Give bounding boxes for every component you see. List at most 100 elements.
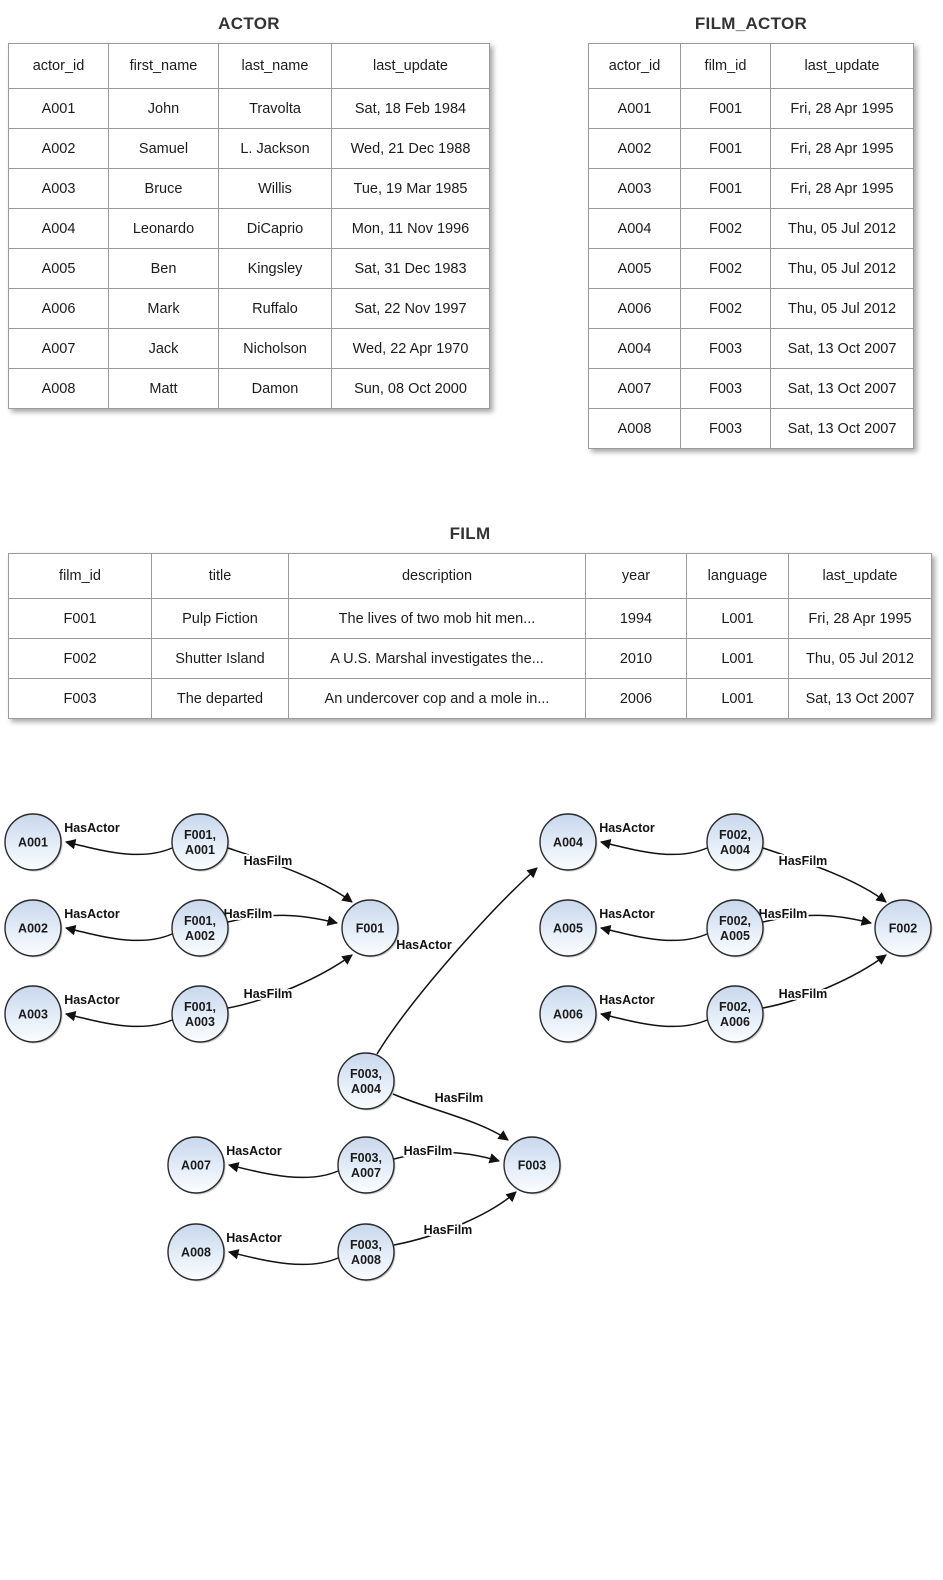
node-circle[interactable] (706, 899, 764, 957)
table-cell: A008 (8, 368, 109, 409)
column-header-last_update: last_update (788, 553, 932, 599)
graph-node-A008[interactable]: A008 (167, 1223, 226, 1282)
edge-line (762, 914, 873, 926)
table-cell: DiCaprio (218, 208, 332, 249)
graph-node-F003A007[interactable]: F003,A007 (337, 1136, 396, 1195)
graph-node-F002A005[interactable]: F002,A005 (706, 899, 765, 958)
table-cell: Damon (218, 368, 332, 409)
node-circle[interactable] (167, 1136, 225, 1194)
table-cell: Thu, 05 Jul 2012 (788, 638, 932, 679)
node-circle[interactable] (539, 899, 597, 957)
node-circle[interactable] (171, 899, 229, 957)
table-cell: Jack (108, 328, 219, 369)
graph-node-F002A004[interactable]: F002,A004 (706, 813, 765, 872)
table-cell: Ben (108, 248, 219, 289)
node-circle[interactable] (874, 899, 932, 957)
column-header-last_name: last_name (218, 43, 332, 89)
node-label: A003 (185, 1015, 215, 1029)
edge-line (599, 1011, 708, 1028)
column-header-language: language (686, 553, 789, 599)
edge-label: HasFilm (435, 1091, 484, 1105)
graph-nodes-layer: A001A002A003F001,A001F001,A002F001,A003F… (4, 813, 933, 1282)
table-cell: A001 (8, 88, 109, 129)
node-label: F001, (184, 1000, 216, 1014)
table-cell: Sun, 08 Oct 2000 (331, 368, 490, 409)
node-label: A003 (18, 1008, 48, 1022)
graph-node-F003A004[interactable]: F003,A004 (337, 1052, 396, 1111)
node-label: F001 (356, 922, 385, 936)
table-cell: Fri, 28 Apr 1995 (770, 128, 914, 169)
column-header-title: title (151, 553, 289, 599)
graph-node-F003[interactable]: F003 (503, 1136, 562, 1195)
graph-node-F001[interactable]: F001 (341, 899, 400, 958)
table-cell: Sat, 18 Feb 1984 (331, 88, 490, 129)
node-circle[interactable] (4, 899, 62, 957)
edge-line (64, 925, 173, 942)
node-circle[interactable] (4, 985, 62, 1043)
graph-node-F001A003[interactable]: F001,A003 (171, 985, 230, 1044)
table-cell: Nicholson (218, 328, 332, 369)
table-cell: The lives of two mob hit men... (288, 598, 586, 639)
edge-line (227, 914, 339, 926)
node-circle[interactable] (706, 985, 764, 1043)
node-circle[interactable] (706, 813, 764, 871)
graph-node-F002A006[interactable]: F002,A006 (706, 985, 765, 1044)
node-label: A007 (351, 1166, 381, 1180)
graph-node-A001[interactable]: A001 (4, 813, 63, 872)
node-circle[interactable] (171, 985, 229, 1043)
graph-node-A002[interactable]: A002 (4, 899, 63, 958)
node-label: F003, (350, 1067, 382, 1081)
graph-node-F001A001[interactable]: F001,A001 (171, 813, 230, 872)
node-circle[interactable] (337, 1223, 395, 1281)
edge-label: HasActor (599, 907, 655, 921)
graph-node-F003A008[interactable]: F003,A008 (337, 1223, 396, 1282)
node-label: A006 (720, 1015, 750, 1029)
node-label: A002 (185, 929, 215, 943)
table-cell: 2006 (585, 678, 687, 719)
table-cell: F003 (680, 368, 771, 409)
edge-line (376, 867, 538, 1055)
node-label: A001 (18, 836, 48, 850)
table-cell: F002 (8, 638, 152, 679)
graph-node-A004[interactable]: A004 (539, 813, 598, 872)
edge-label-halo: HasActor (226, 1144, 282, 1158)
node-circle[interactable] (337, 1052, 395, 1110)
node-circle[interactable] (539, 985, 597, 1043)
table-cell: L001 (686, 598, 789, 639)
column-header-actor_id: actor_id (8, 43, 109, 89)
node-circle[interactable] (337, 1136, 395, 1194)
table-cell: F001 (680, 168, 771, 209)
node-circle[interactable] (171, 813, 229, 871)
node-label: F002, (719, 828, 751, 842)
node-label: F001, (184, 914, 216, 928)
node-circle[interactable] (341, 899, 399, 957)
table-cell: Sat, 22 Nov 1997 (331, 288, 490, 329)
graph-node-F001A002[interactable]: F001,A002 (171, 899, 230, 958)
graph-node-A007[interactable]: A007 (167, 1136, 226, 1195)
edge-label-halo: HasActor (599, 907, 655, 921)
graph-node-F002[interactable]: F002 (874, 899, 933, 958)
node-circle[interactable] (539, 813, 597, 871)
node-label: F002, (719, 1000, 751, 1014)
edge-label-halo: HasFilm (244, 854, 293, 868)
graph-node-A005[interactable]: A005 (539, 899, 598, 958)
table-cell: Leonardo (108, 208, 219, 249)
node-label: A005 (720, 929, 750, 943)
node-circle[interactable] (503, 1136, 561, 1194)
graph-node-A003[interactable]: A003 (4, 985, 63, 1044)
node-circle[interactable] (4, 813, 62, 871)
table-cell: Willis (218, 168, 332, 209)
node-circle[interactable] (167, 1223, 225, 1281)
node-label: A001 (185, 843, 215, 857)
graph-node-A006[interactable]: A006 (539, 985, 598, 1044)
